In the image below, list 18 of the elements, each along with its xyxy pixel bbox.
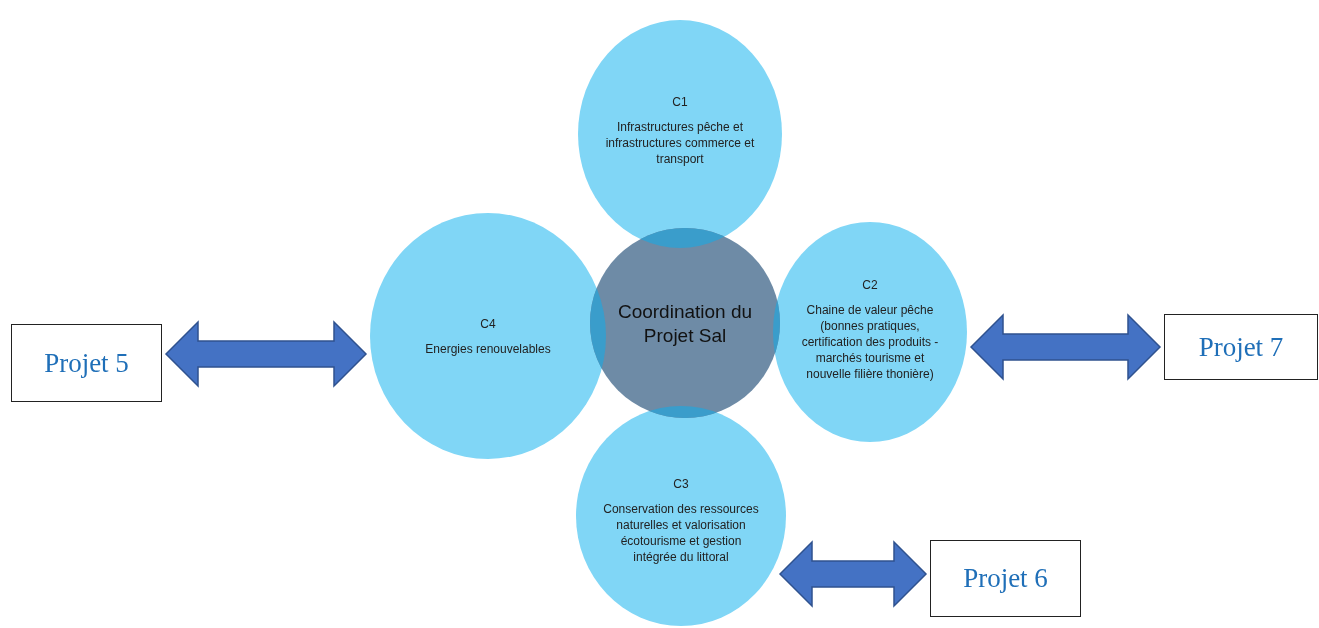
component-code: C2 — [861, 277, 879, 292]
center-title: Coordination du Projet Sal — [616, 300, 754, 348]
component-description: Chaine de valeur pêche (bonnes pratiques, certification des produits - marchés tourisme et nouvelle filière thonière) — [800, 301, 940, 383]
project-label: Projet 5 — [44, 347, 129, 379]
double-arrow — [969, 313, 1162, 381]
component-description: Energies renouvelables — [424, 340, 552, 358]
project-label: Projet 7 — [1198, 331, 1284, 363]
component-description: Conservation des ressources naturelles et valorisation écotourisme et gestion intégrée du littoral — [602, 500, 760, 566]
component-code: C3 — [672, 476, 690, 491]
project-box — [930, 540, 1081, 617]
double-arrow — [164, 320, 368, 388]
component-code: C1 — [671, 94, 689, 109]
component-description: Infrastructures pêche et infrastructures commerce et transport — [604, 118, 756, 168]
double-arrow — [778, 540, 928, 608]
component-code: C4 — [479, 316, 497, 331]
project-label: Projet 6 — [963, 563, 1048, 594]
project-box — [11, 324, 162, 402]
project-box — [1164, 314, 1318, 380]
